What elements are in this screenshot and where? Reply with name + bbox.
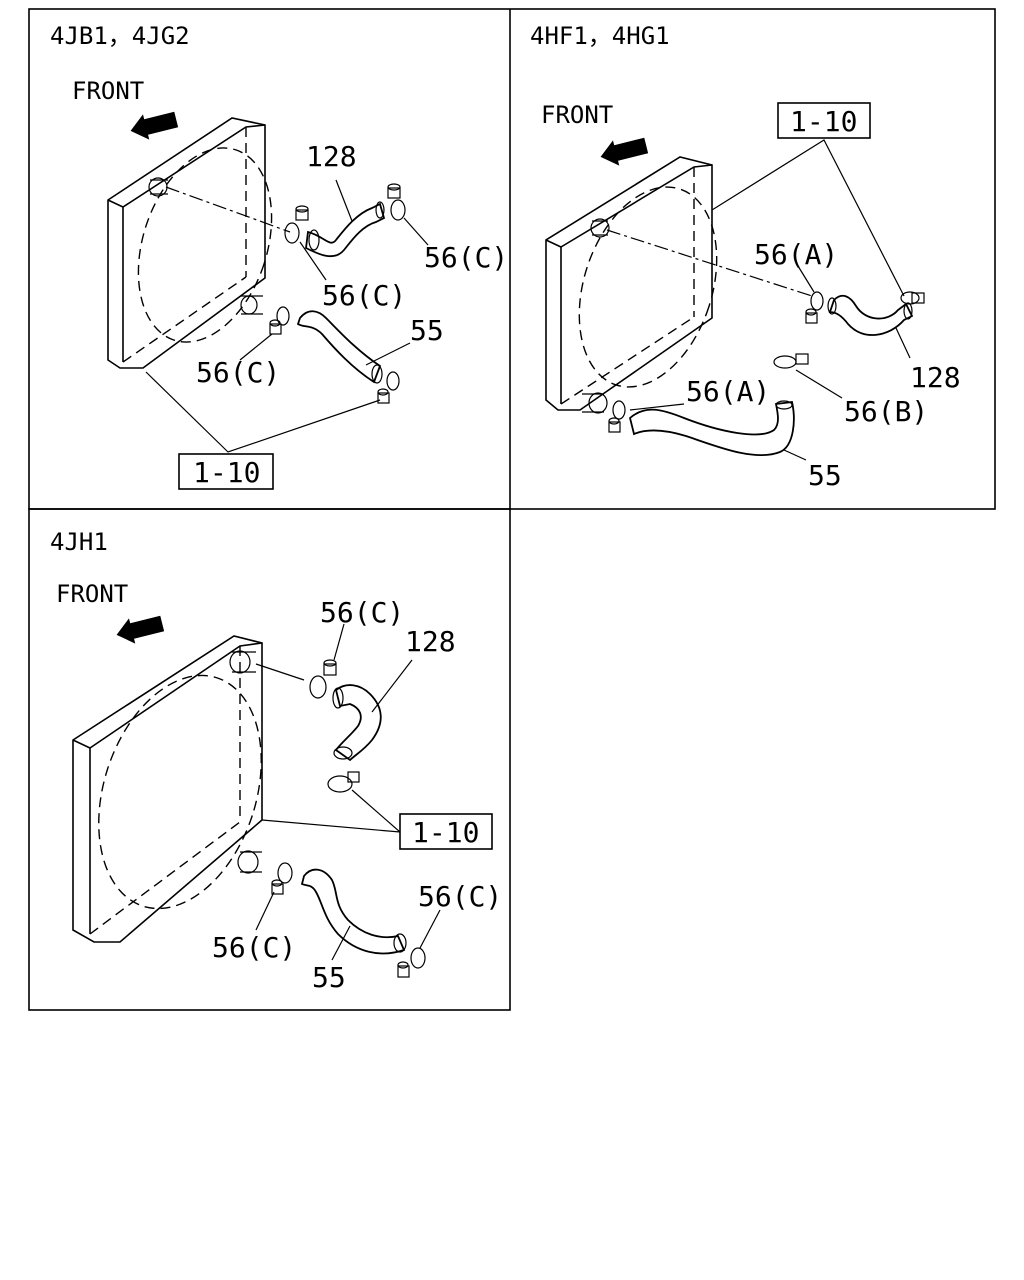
front-label: FRONT (541, 101, 613, 129)
clamp-upper-loose-icon (327, 771, 360, 793)
hose-128 (332, 684, 382, 762)
front-label: FRONT (72, 77, 144, 105)
panel-4hf1-4hg1: 4HF1，4HG1 FRONT (530, 22, 961, 492)
panel-4jh1: 4JH1 FRONT (50, 528, 502, 994)
panel-4jb1-4jg2: 4JB1，4JG2 FRONT (50, 22, 508, 490)
label-55: 55 (808, 459, 842, 492)
panel-title: 4HF1，4HG1 (530, 22, 670, 50)
clamp-56c-upper-icon (309, 659, 337, 699)
panel-title: 4JB1，4JG2 (50, 22, 190, 50)
label-56c-upper: 56(C) (322, 279, 406, 312)
label-56c-upper: 56(C) (320, 596, 404, 629)
label-1-10: 1-10 (193, 456, 260, 489)
panel-title: 4JH1 (50, 528, 108, 556)
label-1-10: 1-10 (412, 816, 479, 849)
ref-box (777, 102, 871, 139)
clamp-56c-icon (284, 205, 309, 244)
label-1-10: 1-10 (790, 105, 857, 138)
label-56a-upper: 56(A) (754, 238, 838, 271)
clamp-56b-icon (773, 353, 809, 369)
leader-lines (145, 179, 429, 453)
leader-lines (629, 139, 911, 461)
hose-128 (827, 294, 914, 336)
ref-box (399, 813, 493, 850)
label-56c-lower: 56(C) (212, 931, 296, 964)
label-56c-lower: 56(C) (196, 356, 280, 389)
label-128: 128 (405, 625, 456, 658)
hose-55 (296, 310, 383, 384)
label-128: 128 (306, 140, 357, 173)
clamp-56a-icon (805, 291, 824, 324)
clamp-56c-lower-icon (271, 862, 426, 978)
clamp-56a-lower-icon (608, 400, 626, 433)
radiator-shroud (545, 156, 718, 414)
radiator-shroud (72, 635, 263, 943)
label-55: 55 (410, 314, 444, 347)
label-56a-lower: 56(A) (686, 375, 770, 408)
label-128: 128 (910, 361, 961, 394)
front-arrow-icon (130, 111, 179, 140)
clamp-upper-right-icon (900, 291, 925, 305)
ref-box (178, 453, 274, 490)
clamp-56c-lower-icon (269, 306, 400, 404)
label-56c-right: 56(C) (418, 880, 502, 913)
front-arrow-icon (600, 137, 649, 166)
hose-55 (628, 400, 795, 456)
hose-128 (305, 201, 386, 258)
clamp-56c-right-icon (387, 183, 406, 221)
front-arrow-icon (116, 615, 165, 644)
front-label: FRONT (56, 580, 128, 608)
label-55: 55 (312, 961, 346, 994)
panel-frames (28, 8, 996, 1011)
radiator-shroud (107, 117, 273, 369)
label-56c-right: 56(C) (424, 241, 508, 274)
label-56b: 56(B) (844, 395, 928, 428)
leader-lines (255, 623, 441, 961)
hose-55 (300, 868, 407, 955)
